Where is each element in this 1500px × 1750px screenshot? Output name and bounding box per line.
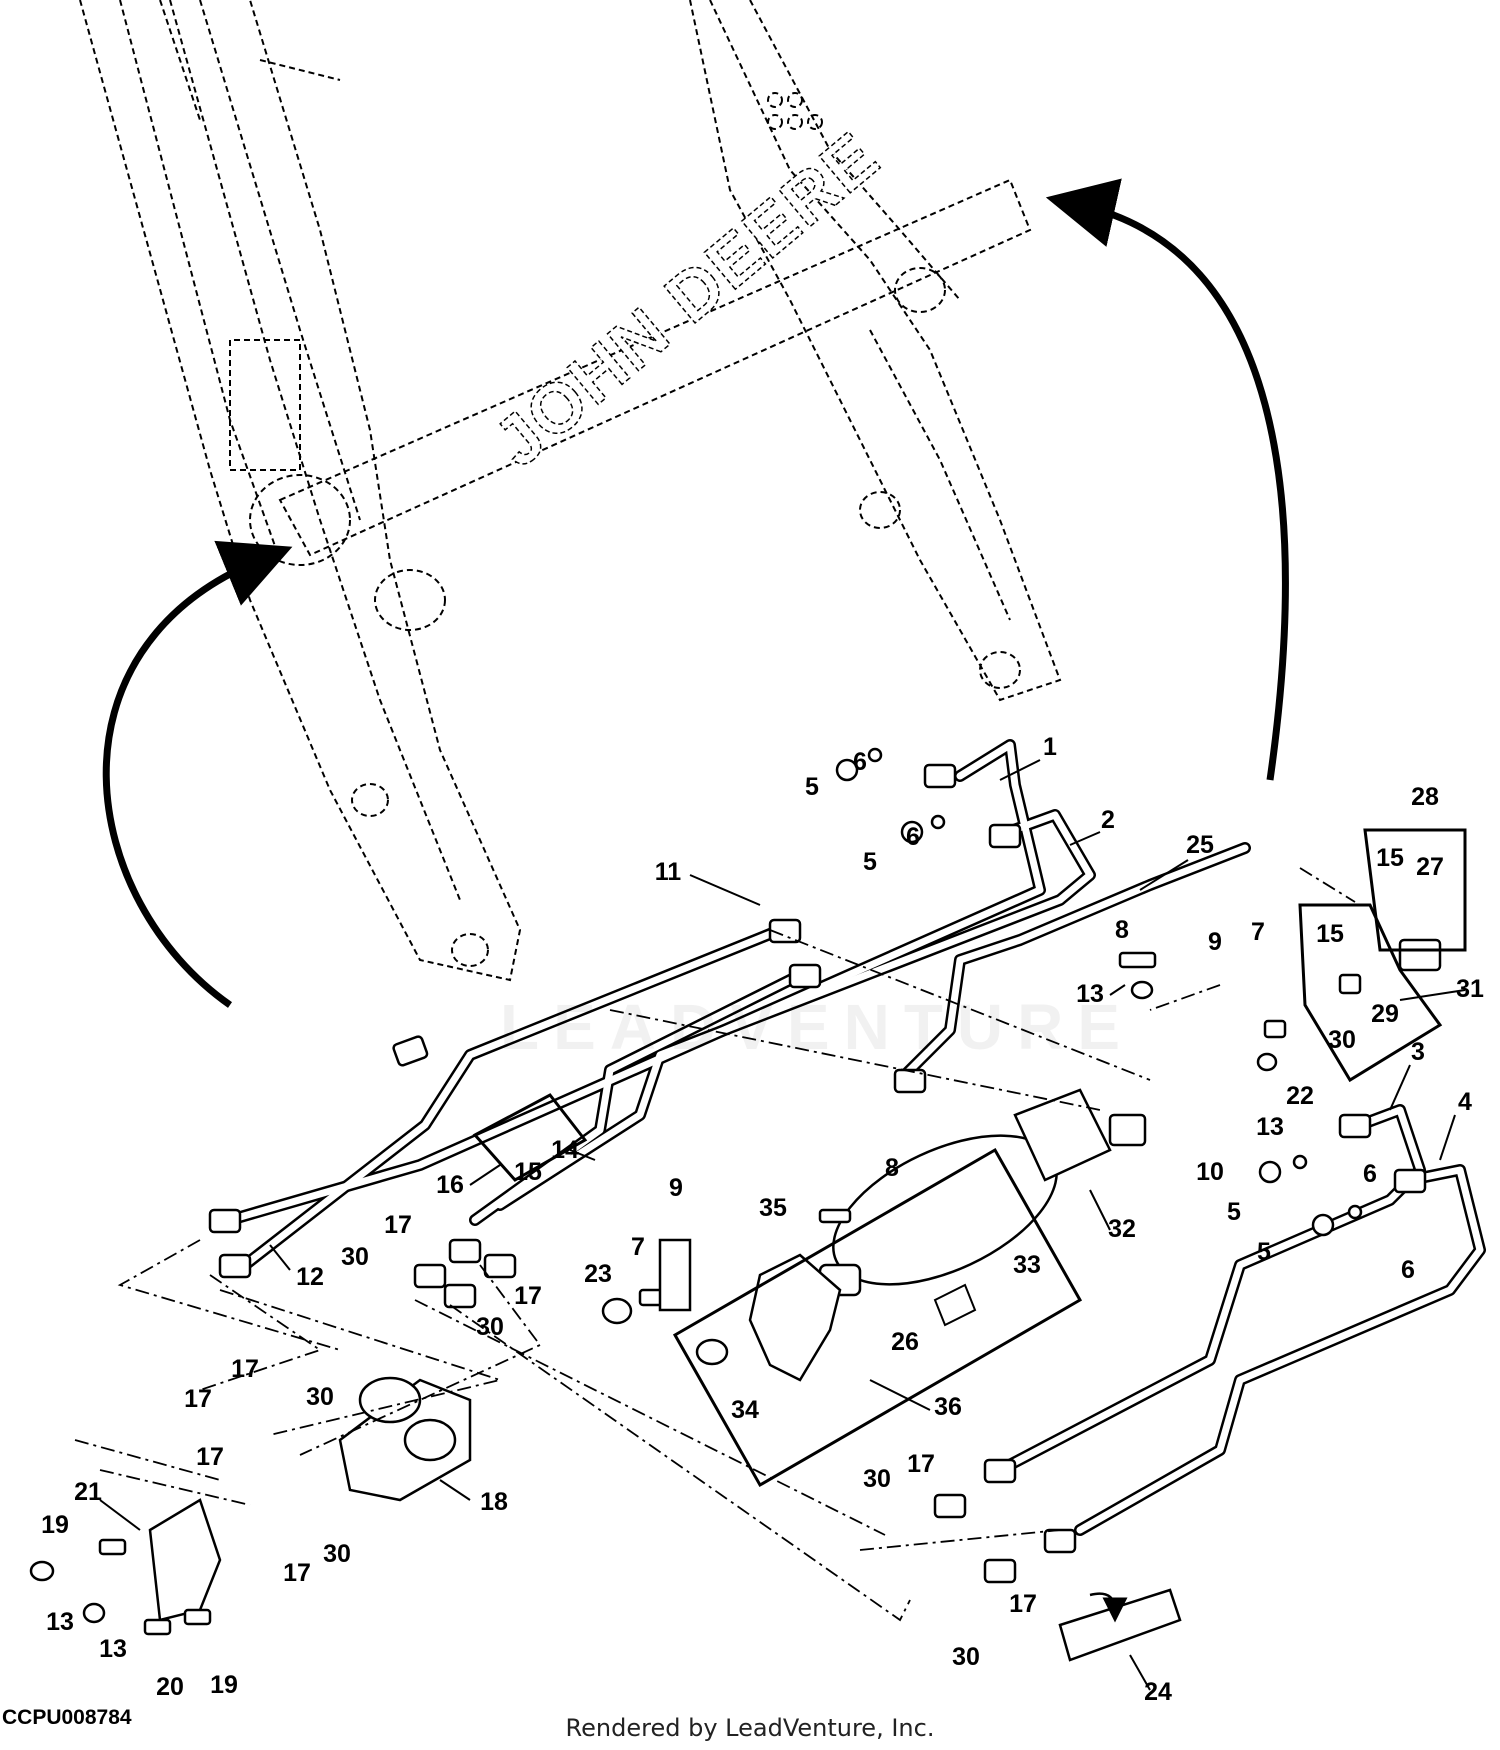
callout-27: 27 <box>1416 853 1444 881</box>
group-boxes <box>472 828 1467 1488</box>
flow-arrows <box>102 178 1289 1008</box>
callout-24: 24 <box>1144 1678 1172 1706</box>
callout-17c: 17 <box>231 1355 259 1383</box>
callout-29: 29 <box>1371 1000 1399 1028</box>
callout-5b: 5 <box>863 848 877 876</box>
fittings <box>29 747 1442 1636</box>
callout-21: 21 <box>74 1478 102 1506</box>
curved-arrow-right <box>1045 178 1289 781</box>
callout-33: 33 <box>1013 1251 1041 1279</box>
box-36 <box>672 1147 1083 1488</box>
callout-17g: 17 <box>907 1450 935 1478</box>
john-deere-logo: JOHN DEERE <box>480 116 894 481</box>
callout-30a: 30 <box>341 1243 369 1271</box>
callout-1: 1 <box>1043 733 1057 761</box>
box-16 <box>472 1093 588 1182</box>
callout-30e: 30 <box>1328 1026 1356 1054</box>
callout-12: 12 <box>296 1263 324 1291</box>
reference-code: CCPU008784 <box>2 1706 132 1729</box>
callout-6d: 6 <box>1401 1256 1415 1284</box>
callout-7a: 7 <box>1251 918 1265 946</box>
callout-10: 10 <box>1196 1158 1224 1186</box>
callout-15b: 15 <box>1376 844 1404 872</box>
callout-23: 23 <box>584 1260 612 1288</box>
leader-lines <box>99 759 1466 1691</box>
callout-17b: 17 <box>514 1282 542 1310</box>
callout-30c: 30 <box>306 1383 334 1411</box>
callout-19b: 19 <box>210 1671 238 1699</box>
hydraulic-lines <box>224 739 1486 1536</box>
callout-17h: 17 <box>1009 1590 1037 1618</box>
callout-30d: 30 <box>323 1540 351 1568</box>
callout-labels: 1 2 3 4 5 5 5 5 6 6 6 6 7 7 8 8 9 9 10 1… <box>41 733 1484 1706</box>
callout-6a: 6 <box>853 748 867 776</box>
footer-credit: Rendered by LeadVenture, Inc. <box>565 1714 935 1742</box>
callout-30g: 30 <box>952 1643 980 1671</box>
box-31 <box>1298 903 1443 1083</box>
callout-5d: 5 <box>1257 1238 1271 1266</box>
callout-6b: 6 <box>906 823 920 851</box>
callout-34: 34 <box>731 1396 759 1424</box>
callout-28: 28 <box>1411 783 1439 811</box>
callout-13c: 13 <box>46 1608 74 1636</box>
callout-26: 26 <box>891 1328 919 1356</box>
callout-30b: 30 <box>476 1313 504 1341</box>
callout-16: 16 <box>436 1171 464 1199</box>
callout-4: 4 <box>1458 1088 1472 1116</box>
callout-13a: 13 <box>1076 980 1104 1008</box>
callout-5a: 5 <box>805 773 819 801</box>
callout-18: 18 <box>480 1488 508 1516</box>
callout-30f: 30 <box>863 1465 891 1493</box>
curved-arrow-left <box>102 540 293 1008</box>
callout-15a: 15 <box>514 1158 542 1186</box>
callout-8b: 8 <box>885 1154 899 1182</box>
callout-14: 14 <box>551 1136 579 1164</box>
callout-31: 31 <box>1456 975 1484 1003</box>
safety-decal-33 <box>933 1283 977 1327</box>
callout-15c: 15 <box>1316 920 1344 948</box>
callout-17a: 17 <box>384 1211 412 1239</box>
loader-boom-outline <box>79 0 1062 982</box>
callout-6c: 6 <box>1363 1160 1377 1188</box>
callout-11: 11 <box>655 858 682 886</box>
callout-19a: 19 <box>41 1511 69 1539</box>
box-28 <box>1363 828 1467 952</box>
callout-3: 3 <box>1411 1038 1425 1066</box>
callout-20: 20 <box>156 1673 184 1701</box>
callout-35: 35 <box>759 1194 787 1222</box>
callout-9a: 9 <box>1208 928 1222 956</box>
callout-13b: 13 <box>1256 1113 1284 1141</box>
callout-2: 2 <box>1101 806 1115 834</box>
callout-5c: 5 <box>1227 1198 1241 1226</box>
callout-7b: 7 <box>631 1233 645 1261</box>
callout-17f: 17 <box>283 1559 311 1587</box>
callout-17e: 17 <box>196 1443 224 1471</box>
connector-lines <box>74 867 1356 1622</box>
hose-end-kit <box>1058 1588 1182 1662</box>
callout-17d: 17 <box>184 1385 212 1413</box>
callout-25: 25 <box>1186 831 1214 859</box>
callout-9b: 9 <box>669 1174 683 1202</box>
callout-36: 36 <box>934 1393 962 1421</box>
watermark: LEADVENTURE <box>500 991 1135 1063</box>
callout-22: 22 <box>1286 1082 1314 1110</box>
callout-8a: 8 <box>1115 916 1129 944</box>
callout-13d: 13 <box>99 1635 127 1663</box>
callout-32: 32 <box>1108 1215 1136 1243</box>
